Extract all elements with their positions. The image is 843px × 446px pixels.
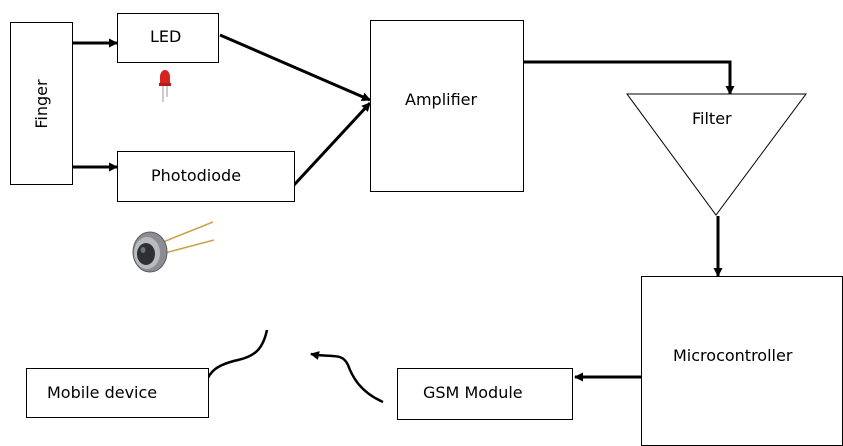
arrow-photodiode-amplifier	[292, 101, 372, 187]
gsm-module-block: GSM Module	[397, 368, 573, 420]
photodiode-label: Photodiode	[151, 166, 242, 185]
led-icon	[159, 70, 171, 102]
microcontroller-block: Microcontroller	[641, 276, 843, 446]
wireless-wave-mobile	[200, 329, 269, 393]
led-block: LED	[117, 13, 219, 63]
gsm-module-label: GSM Module	[423, 383, 523, 402]
photodiode-block: Photodiode	[117, 151, 295, 202]
finger-block: Finger	[10, 22, 73, 185]
mobile-device-block: Mobile device	[26, 368, 209, 418]
amplifier-block: Amplifier	[370, 20, 524, 192]
arrow-amplifier-filter	[524, 60, 735, 95]
finger-label: Finger	[31, 78, 51, 129]
filter-triangle	[626, 93, 807, 216]
arrow-led-amplifier	[219, 33, 371, 102]
wireless-wave-gsm	[310, 351, 384, 404]
photodiode-icon	[132, 221, 215, 273]
filter-label: Filter	[692, 109, 732, 128]
mobile-device-label: Mobile device	[47, 383, 158, 402]
microcontroller-label: Microcontroller	[673, 346, 793, 365]
amplifier-label: Amplifier	[405, 90, 478, 109]
led-label: LED	[150, 27, 182, 46]
